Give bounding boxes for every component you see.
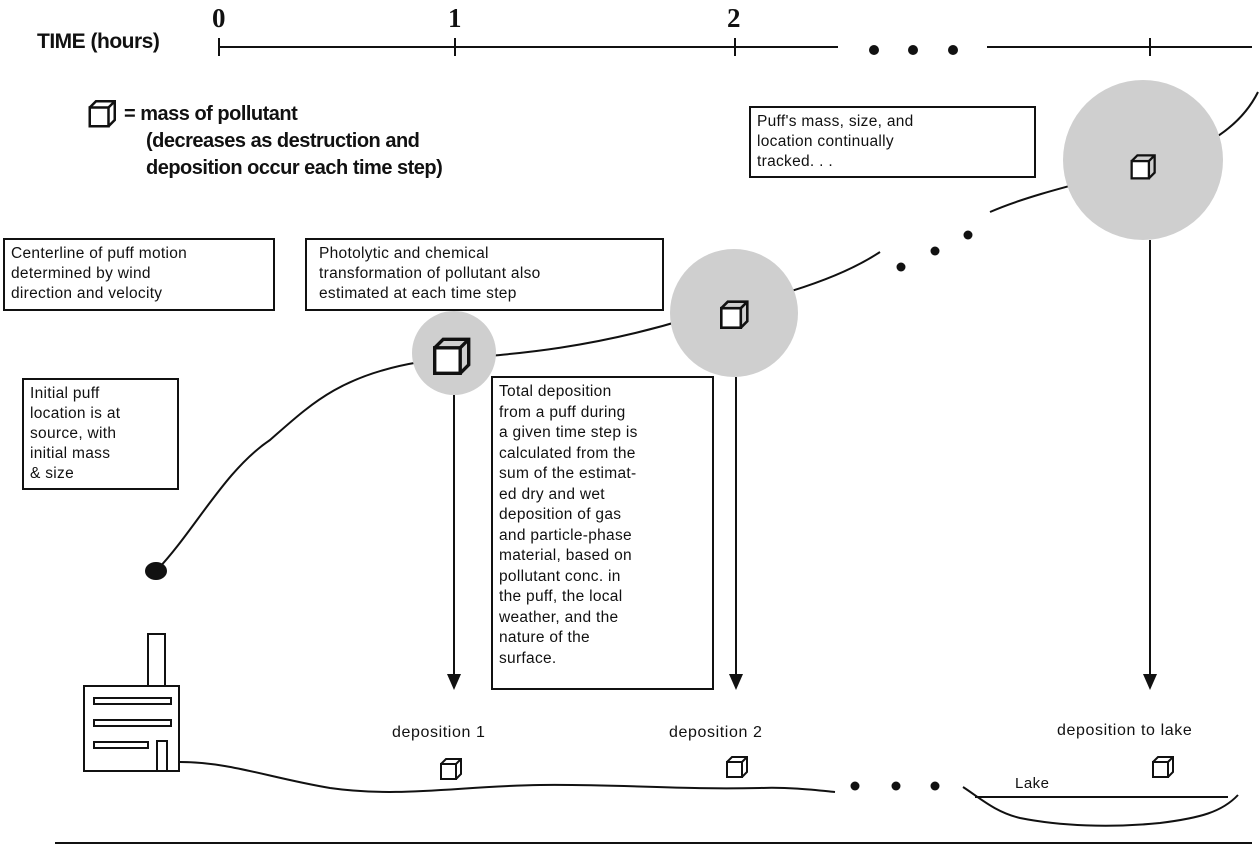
note-line: estimated at each time step — [319, 285, 517, 302]
note-line: location continually — [757, 133, 894, 150]
note-line: direction and velocity — [11, 285, 163, 302]
note-line: source, with — [30, 425, 117, 442]
ground-ellipsis — [850, 781, 940, 791]
legend-line-3: deposition occur each time step) — [146, 157, 443, 179]
deposit-cube-icon — [726, 756, 748, 778]
note-line: weather, and the — [499, 608, 619, 626]
tick-label-2: 2 — [727, 3, 741, 33]
timeline-ellipsis — [869, 45, 958, 55]
legend-text: = mass of pollutant (decreases as destru… — [124, 101, 443, 182]
deposition-2-label: deposition 2 — [669, 724, 763, 741]
note-line: location is at — [30, 405, 121, 422]
deposition-1-label: deposition 1 — [392, 724, 486, 741]
initial-puff-note: Initial puff location is at source, with… — [22, 378, 179, 490]
note-line: and particle-phase — [499, 526, 632, 544]
note-line: the puff, the local — [499, 588, 623, 605]
total-deposition-note: Total deposition from a puff during a gi… — [491, 376, 714, 690]
note-line: surface. — [499, 649, 557, 667]
note-line: Total deposition — [499, 383, 612, 400]
lake-basin — [962, 786, 1239, 827]
legend-line-2: (decreases as destruction and — [146, 130, 420, 152]
note-line: Photolytic and chemical — [319, 245, 489, 262]
note-line: transformation of pollutant also — [319, 265, 541, 282]
deposit-cube-icon — [440, 758, 462, 780]
tracking-note: Puff's mass, size, and location continua… — [749, 106, 1036, 178]
note-line: tracked. . . — [757, 153, 833, 170]
note-line: a given time step is — [499, 424, 638, 441]
time-axis-label: TIME (hours) — [37, 30, 160, 53]
note-line: Centerline of puff motion — [11, 245, 188, 262]
legend-cube-icon — [88, 100, 116, 128]
note-line: material, based on — [499, 547, 632, 564]
note-line: determined by wind — [11, 265, 151, 282]
note-line: ed dry and wet — [499, 485, 605, 503]
trajectory-ellipsis — [896, 230, 973, 272]
ground-line — [179, 761, 836, 793]
legend-line-1: = mass of pollutant — [124, 103, 298, 125]
note-line: Puff's mass, size, and — [757, 113, 914, 130]
timeline-axis — [218, 38, 1252, 56]
deposit-cube-icon — [1152, 756, 1174, 778]
factory-icon — [83, 633, 180, 772]
note-line: pollutant conc. in — [499, 567, 621, 585]
tick-label-1: 1 — [448, 3, 462, 33]
note-line: deposition of gas — [499, 506, 622, 523]
tick-label-0: 0 — [212, 3, 226, 33]
note-line: calculated from the — [499, 444, 636, 462]
note-line: nature of the — [499, 629, 590, 646]
note-line: initial mass — [30, 445, 111, 462]
note-line: sum of the estimat- — [499, 465, 637, 482]
lake-label: Lake — [1015, 775, 1050, 792]
note-line: Initial puff — [30, 385, 100, 402]
centerline-note: Centerline of puff motion determined by … — [3, 238, 275, 311]
deposition-lake-label: deposition to lake — [1057, 722, 1193, 739]
note-line: from a puff during — [499, 403, 626, 421]
deposition-arrows — [447, 240, 1157, 690]
photolytic-note: Photolytic and chemical transformation o… — [305, 238, 664, 311]
note-line: & size — [30, 465, 75, 482]
source-point — [145, 562, 167, 580]
